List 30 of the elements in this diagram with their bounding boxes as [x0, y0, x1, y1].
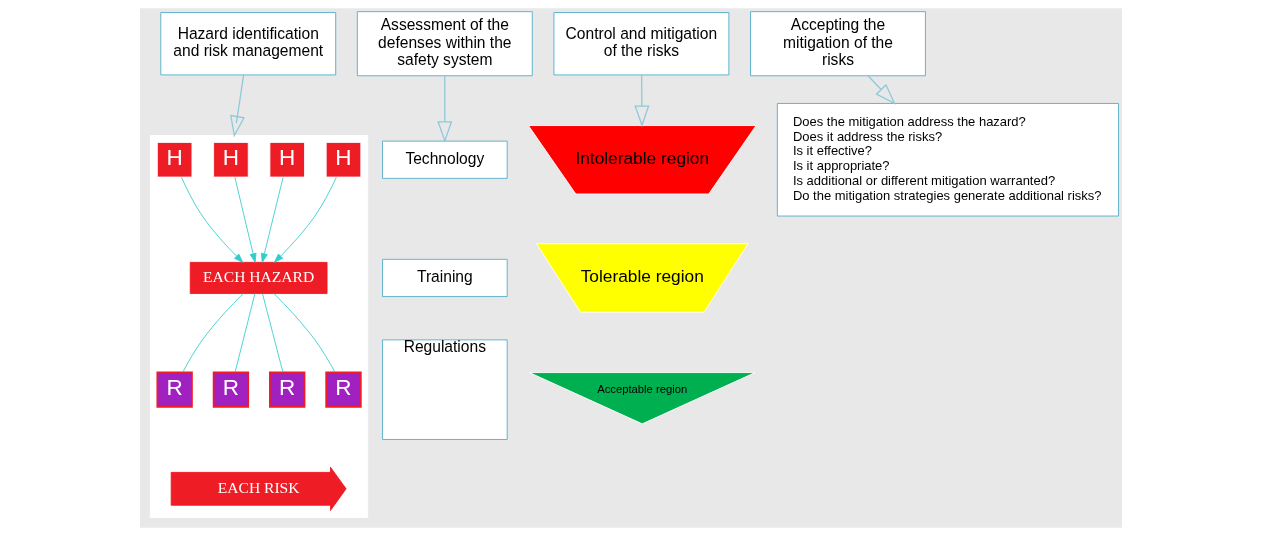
connector [182, 293, 244, 373]
cluster [149, 135, 369, 518]
node-box: H [213, 142, 249, 178]
arrow [181, 176, 244, 263]
node-box: EACH HAZARD [189, 261, 328, 294]
node-box: Regulations [382, 339, 508, 440]
node-box: R [269, 371, 306, 408]
arrow [634, 74, 650, 128]
arrow [230, 74, 245, 138]
node-box: Hazard identification and risk management [160, 12, 337, 76]
node-box: R [156, 371, 193, 408]
connector [262, 293, 284, 373]
arrow [867, 75, 896, 105]
arrow [274, 176, 337, 263]
node-box: Assessment of the defenses within the safety system [356, 11, 533, 77]
node-box: Training [382, 258, 508, 297]
node-box: Does the mitigation address the hazard? Does it address the risks? Is it effective? Is it appropriate? Is additional or different mitigation warranted? Do the mitigation strategies generate additional risks? [776, 103, 1119, 217]
node-box: R [212, 371, 250, 408]
arrow [260, 176, 284, 263]
node-box: H [156, 142, 193, 178]
node-box: Accepting the mitigation of the risks [750, 11, 926, 77]
node-box: Control and mitigation of the risks [553, 12, 730, 76]
node-box: Technology [382, 140, 508, 179]
arrow [234, 176, 257, 263]
node-box: H [269, 142, 305, 178]
node-box: R [325, 371, 362, 408]
connector [273, 293, 336, 373]
arrow [437, 75, 453, 143]
node-box: H [325, 142, 362, 178]
connector [234, 293, 256, 373]
